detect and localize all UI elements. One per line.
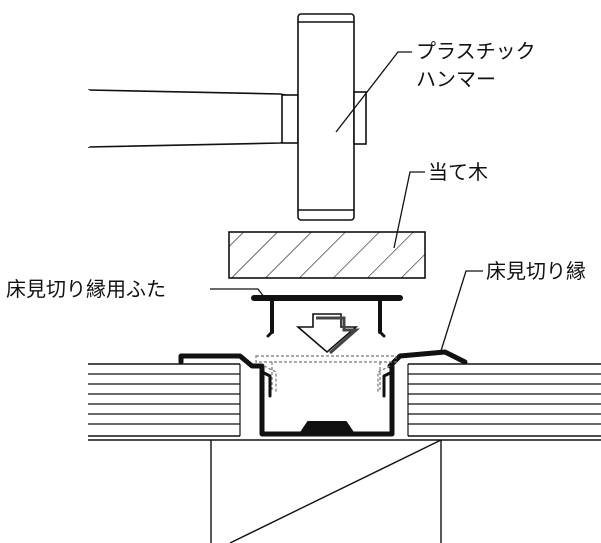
leader-cover (210, 288, 265, 298)
hammer-plug (353, 91, 367, 145)
leader-edge (439, 270, 483, 355)
label-cover: 床見切り縁用ふた (6, 277, 166, 301)
edge-cover (251, 295, 403, 338)
label-hammer-line2: ハンマー (416, 67, 496, 91)
floor-left (88, 364, 240, 436)
plastic-hammer (86, 13, 367, 221)
subfloor-joist (210, 439, 442, 543)
label-hammer-line1: プラスチック (416, 39, 536, 63)
down-arrow-icon (295, 313, 360, 355)
hammer-band (281, 94, 299, 144)
floor-boards (88, 363, 601, 441)
label-wood-block: 当て木 (428, 160, 488, 184)
leader-hammer (335, 51, 412, 133)
floor-edge-channel (178, 349, 468, 437)
hammer-head (297, 13, 355, 221)
leader-lines (210, 51, 483, 355)
cover-ghost-dashed (255, 355, 397, 392)
label-edge: 床見切り縁 (486, 259, 586, 283)
leader-wood (393, 171, 425, 249)
wood-block (228, 231, 426, 279)
hammer-handle (87, 89, 303, 148)
floor-right (408, 364, 601, 436)
